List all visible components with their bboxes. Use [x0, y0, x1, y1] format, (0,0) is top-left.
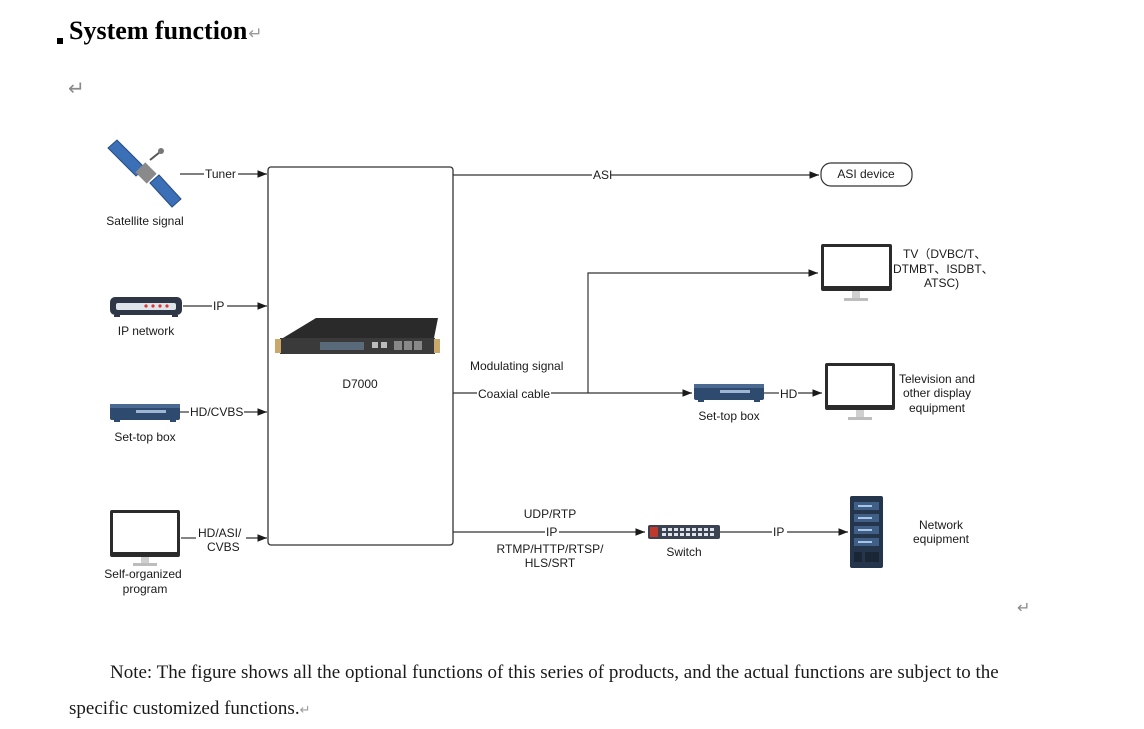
- tv-monitor-icon: [821, 244, 892, 301]
- rtmp-http-label-1: RTMP/HTTP/RTSP/: [497, 542, 605, 556]
- note-text: Note: The figure shows all the optional …: [69, 662, 999, 719]
- display-label-3: equipment: [909, 401, 966, 415]
- self-organized-label-2: program: [123, 582, 168, 596]
- set-top-box-input-label: Set-top box: [114, 430, 175, 444]
- section-heading: System function↵: [69, 14, 263, 51]
- modulating-signal-label: Modulating signal: [470, 359, 563, 373]
- d7000-label: D7000: [342, 377, 378, 391]
- hd-asi-cvbs-link-label-2: CVBS: [207, 540, 240, 554]
- server-icon: [850, 496, 883, 568]
- set-top-box-icon: [110, 404, 180, 422]
- display-label-1: Television and: [899, 372, 975, 386]
- paragraph-mark-icon: ↵: [1017, 598, 1031, 617]
- paragraph-mark-icon: ↵: [299, 703, 311, 718]
- ip-stream-link-label: IP: [546, 525, 557, 539]
- satellite-icon: [107, 139, 182, 208]
- hd-cvbs-link-label: HD/CVBS: [190, 405, 243, 419]
- router-icon: [110, 297, 182, 317]
- tv-label-2: DTMBT、ISDBT、: [893, 262, 994, 276]
- switch-label: Switch: [666, 545, 701, 559]
- heading-bullet: [57, 38, 63, 44]
- heading-title: System function: [69, 16, 248, 45]
- paragraph-mark-icon: ↵: [248, 24, 263, 44]
- satellite-label: Satellite signal: [106, 214, 183, 228]
- tv-label-1: TV（DVBC/T、: [903, 247, 986, 261]
- network-equipment-label-2: equipment: [913, 532, 970, 546]
- ip-link-label: IP: [213, 299, 224, 313]
- switch-ip-link-label: IP: [773, 525, 784, 539]
- paragraph-mark-icon: ↵: [68, 76, 85, 100]
- coaxial-cable-label: Coaxial cable: [478, 387, 550, 401]
- d7000-device-image: [275, 318, 440, 354]
- note-paragraph: Note: The figure shows all the optional …: [69, 655, 1059, 729]
- asi-device-label: ASI device: [837, 167, 895, 181]
- set-top-box-output-label: Set-top box: [698, 409, 759, 423]
- display-label-2: other display: [903, 386, 971, 400]
- self-organized-label-1: Self-organized: [104, 567, 181, 581]
- tuner-link-label: Tuner: [205, 167, 236, 181]
- switch-icon: [648, 525, 720, 539]
- asi-device-box: [820, 162, 913, 187]
- monitor-icon: [110, 510, 180, 566]
- d7000-box: [267, 166, 454, 546]
- rtmp-http-label-2: HLS/SRT: [525, 556, 576, 570]
- hd-output-link-label: HD: [780, 387, 798, 401]
- set-top-box-output-icon: [694, 384, 764, 402]
- ip-network-label: IP network: [118, 324, 175, 338]
- display-monitor-icon: [825, 363, 895, 420]
- hd-asi-cvbs-link-label-1: HD/ASI/: [198, 526, 242, 540]
- tv-label-3: ATSC): [924, 276, 959, 290]
- asi-link-label: ASI: [593, 168, 612, 182]
- network-equipment-label-1: Network: [919, 518, 964, 532]
- udp-rtp-label: UDP/RTP: [524, 507, 576, 521]
